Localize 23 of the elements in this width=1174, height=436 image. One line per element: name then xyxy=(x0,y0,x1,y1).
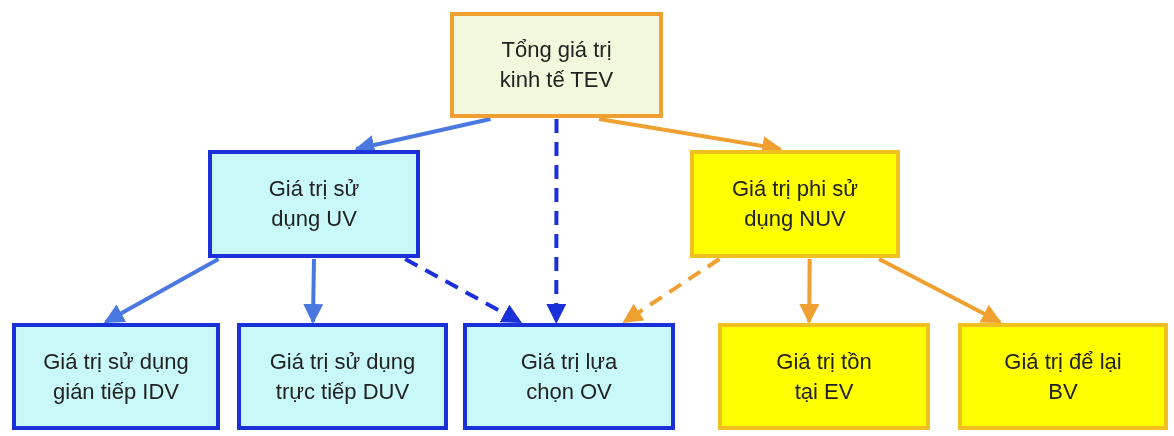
arrow xyxy=(878,257,1002,324)
arrow xyxy=(546,119,567,324)
arrow xyxy=(404,257,522,324)
node-label: Giá trị phi sử dụng NUV xyxy=(731,175,859,233)
node-label: Giá trị lựa chọn OV xyxy=(519,347,619,406)
arrow xyxy=(103,257,220,324)
process-box xyxy=(718,323,930,430)
arrow xyxy=(622,257,721,324)
arrow xyxy=(799,259,820,324)
process-box xyxy=(450,12,663,118)
node-label: Giá trị sử dụng gián tiếp IDV xyxy=(42,347,190,406)
node-label: Tổng giá trị kinh tế TEV xyxy=(498,36,615,94)
arrow xyxy=(303,258,324,324)
process-box xyxy=(12,323,220,430)
node-label: Giá trị sử dụng trực tiếp DUV xyxy=(268,347,417,406)
node-label: Giá trị sử dụng UV xyxy=(267,175,361,233)
process-box xyxy=(958,323,1168,430)
process-box xyxy=(690,150,900,258)
node-label: Giá trị tồn tại EV xyxy=(775,347,873,406)
node-label: Giá trị để lại BV xyxy=(1003,347,1123,406)
process-box xyxy=(237,323,448,430)
process-box xyxy=(463,323,675,430)
process-box xyxy=(208,150,420,258)
